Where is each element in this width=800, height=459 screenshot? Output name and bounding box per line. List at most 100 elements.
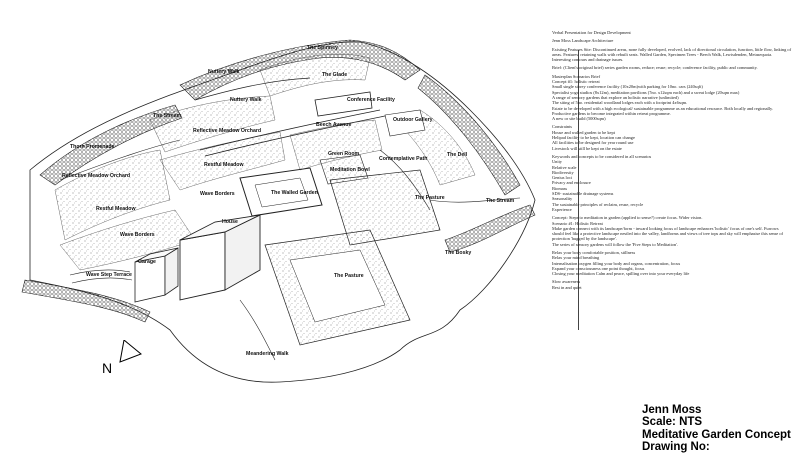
masterplan-line: Productive gardens to become integrated … [552,110,671,116]
label-spinney: The Spinney [307,45,338,51]
masterplan-line: A new or site build (5000sqm) [552,116,606,122]
path-nuttery [194,77,311,101]
label-nuttery-walk-2: Nuttery Walk [230,97,262,103]
north-arrow-icon [119,340,142,363]
woodland-belt-east [417,74,521,196]
constraint-line: Livestock will still be kept on the esta… [552,145,622,151]
keyword-line: Seasonality [552,196,573,202]
label-bosky: The Bosky [445,250,471,256]
notes-constraints: Constraints House and walled garden to b… [552,124,792,150]
title-block: Jenn Moss Scale: NTS Meditative Garden C… [642,404,791,454]
keyword-line: Genius loci [552,175,573,181]
masterplan-line: Small single storey conference facility … [552,84,703,90]
constraint-line: House and walled garden to be kept [552,129,615,135]
label-pasture-2: The Pasture [334,273,364,279]
keyword-line: SDS- sustainable drainage systems [552,191,614,197]
notes-masterplan: Masterplan Scenarios Brief Concept #1: h… [552,74,792,122]
label-thorn-promenade: Thorn Promenade [70,144,115,150]
path-thorn [59,139,181,181]
path-beech-avenue [199,109,381,151]
keywords-heading: Keywords and concepts to be considered i… [552,153,652,159]
label-walled-garden: The Walled Garden [271,190,318,196]
step-line: Internalisation oxygen filling your body… [552,260,681,266]
label-beech-avenue: Beech Avenue [316,122,351,128]
notes-author: Jenn Moss Landscape Architecture [552,38,614,44]
wave-step-terrace [69,269,133,284]
house-roof [179,214,261,241]
notes-steps: Relax your body comfortable position, st… [552,250,792,276]
label-wave-borders-1: Wave Borders [200,191,235,197]
woodland-belt-south [21,279,151,323]
path-beech-avenue-2 [204,115,386,157]
walled-garden-inner [254,177,309,208]
step-line: Relax your mind breathing [552,255,600,261]
masterplan-line: Specialist yoga studios (8x12m), meditat… [552,89,740,95]
label-meditation-bowl: Meditation Bowl [330,167,370,173]
label-wave-borders-2: Wave Borders [120,232,155,238]
label-reflective-meadow-2: Reflective Meadow Orchard [62,173,130,179]
label-conference-facility: Conference Facility [347,97,395,103]
label-green-room: Green Room [328,151,360,157]
masterplan-heading: Masterplan Scenarios Brief [552,73,601,79]
notes-existing-1: Existing Features Site: Discontinued are… [552,46,792,57]
masterplan-line: The siting of 5no. residential woodland … [552,100,688,106]
house-front [179,231,226,301]
notes-existing-2: Interesting contours and drainage issues… [552,57,624,63]
scenario-text: protection 'hugged by the landscape'. [552,236,617,242]
masterplan-line: Estate to be developed with a high ecolo… [552,105,774,111]
keyword-line: Relative scale [552,164,577,170]
notes-keywords: Keywords and concepts to be considered i… [552,154,792,212]
outdoor-gallery [384,109,426,137]
keyword-line: Privacy and enclosure [552,180,591,186]
masterplan-line: A range of sensory gardens that explore … [552,94,679,100]
concept-line: Concept: Steps to meditation in garden (… [552,215,703,221]
notes-concept: Concept: Steps to meditation in garden (… [552,215,792,247]
label-stream-1: The Stream [153,113,182,119]
keyword-line: Unity [552,159,563,165]
label-house: House [222,219,238,225]
label-nuttery-walk-1: Nuttery Walk [208,69,240,75]
meadow-green-room [289,119,383,171]
label-pasture-1: The Pasture [415,195,445,201]
title-drawing-name: Meditative Garden Concept [642,428,791,441]
notes-closing: Slow awareness Rest in and quiet [552,279,792,290]
scenario-text: Make garden connect with its landscape/f… [552,225,779,231]
label-outdoor-gallery: Outdoor Gallery [393,117,433,123]
walled-garden [239,167,323,217]
constraints-heading: Constraints [552,124,573,130]
notes-existing: Existing Features Site: Discontinued are… [552,47,792,63]
label-meandering-walk: Meandering Walk [246,351,289,357]
label-the-dell: The Dell [447,152,468,158]
keyword-line: Biomass [552,185,568,191]
path-stream [429,197,521,203]
step-line: Relax your body comfortable position, st… [552,249,636,255]
closing-line: Slow awareness [552,279,581,285]
label-glade: The Glade [322,72,347,78]
label-garage: Garage [138,259,156,265]
notes-brief: Brief: (Client's original brief) series … [552,65,758,71]
site-plan-drawing: The Spinney Nuttery Walk The Glade Nutte… [21,39,536,383]
label-stream-2: The Stream [486,198,515,204]
meadow-glade [259,54,371,97]
keyword-line: Biodiversity [552,169,574,175]
constraint-line: Helipad facility to be kept, location ca… [552,135,635,141]
step-line: Closing your meditation Calm and peace, … [552,271,690,277]
label-restful-meadow: Restful Meadow [204,162,244,168]
conference-building [314,91,373,117]
north-letter: N [102,360,113,376]
meadow-restful [159,131,286,191]
notes-divider [578,50,579,330]
closing-line: Rest in and quiet [552,284,582,290]
title-drawing-no: Drawing No: [642,441,710,454]
label-contemplative-path: Contemplative Path [379,156,427,162]
keyword-line: The sustainable principles of reclaim, r… [552,201,644,207]
title-author: Jenn Moss [642,404,702,416]
label-restful-meadow-2: Restful Meadow [96,206,136,212]
scenario-text: The series of sensory gardens will follo… [552,241,678,247]
masterplan-line: Concept #1: holistic retreat [552,79,600,85]
notes-panel: Verbal Presentation for Design Developme… [552,30,792,330]
label-reflective-meadow-1: Reflective Meadow Orchard [193,128,261,134]
step-line: Expand your consciousness one point thou… [552,265,645,271]
scenario-line: Scenario #1: Holistic Retreat [552,220,603,226]
meandering-walk [239,299,276,361]
